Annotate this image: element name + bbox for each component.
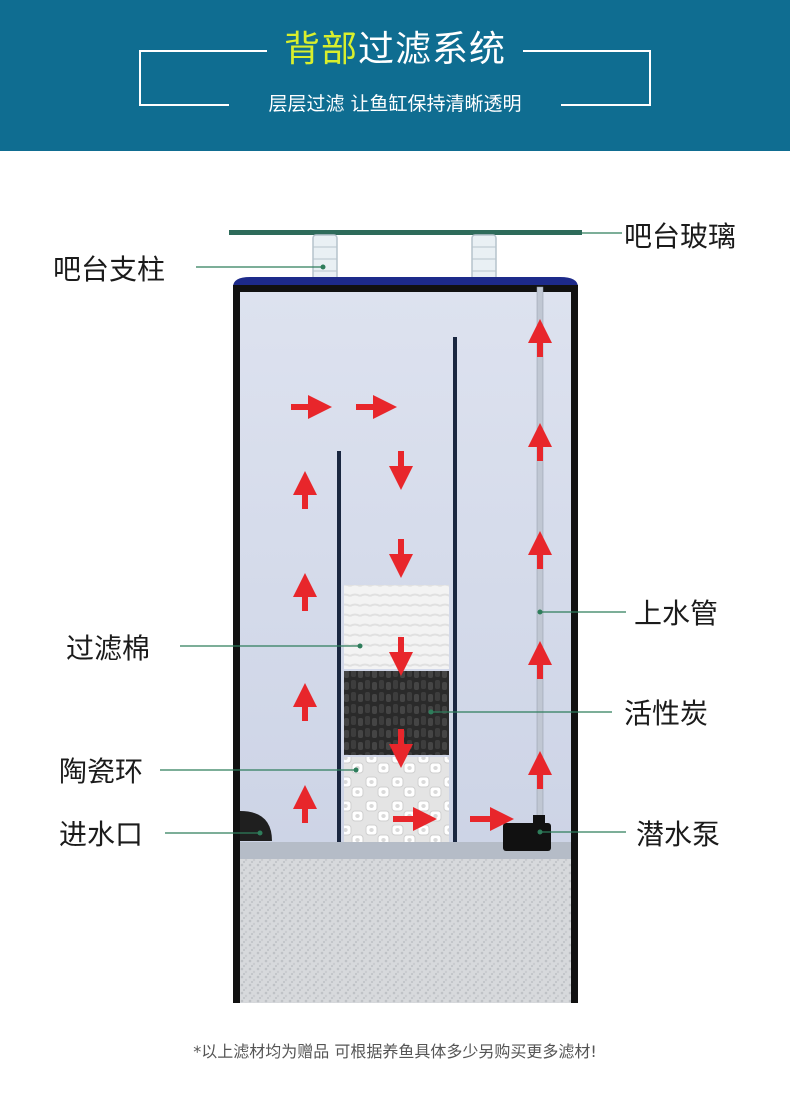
footnote: *以上滤材均为赠品 可根据养鱼具体多少另购买更多滤材! — [193, 1042, 597, 1061]
label-submersible-pump: 潜水泵 — [636, 818, 721, 851]
label-bar-glass: 吧台玻璃 — [624, 220, 737, 253]
page-subtitle: 层层过滤 让鱼缸保持清晰透明 — [268, 93, 522, 115]
ceramic-rings — [344, 757, 449, 842]
bar-pillar-left — [312, 234, 338, 282]
header-frame-bottom-left — [139, 104, 229, 106]
header-frame-top-right — [523, 50, 651, 52]
title-rest: 过滤系统 — [358, 29, 507, 70]
tank-lid — [233, 277, 578, 287]
title-highlight: 背部 — [283, 29, 358, 70]
bar-pillar-right — [471, 234, 497, 282]
tank-shelf — [240, 842, 571, 861]
bar-glass-plate — [229, 230, 582, 235]
leader-lines — [160, 232, 626, 834]
header-frame-top-left — [139, 50, 267, 52]
cabinet-base — [240, 859, 571, 1003]
label-filter-cotton: 过滤棉 — [66, 632, 151, 665]
filter-diagram: 吧台玻璃 吧台支柱 上水管 过滤棉 活性炭 陶瓷环 进水口 潜水泵 — [0, 151, 790, 1031]
flow-arrows — [291, 319, 552, 831]
label-activated-carbon: 活性炭 — [624, 697, 709, 730]
header-frame-bottom-right — [561, 104, 651, 106]
header-frame — [139, 50, 651, 106]
diagram-svg — [160, 230, 626, 1003]
page-title: 背部过滤系统 — [0, 28, 790, 72]
divider-right — [453, 337, 457, 842]
filter-cotton — [344, 585, 449, 669]
label-water-inlet: 进水口 — [59, 818, 144, 851]
label-bar-pillar: 吧台支柱 — [53, 253, 166, 286]
header-banner: 背部过滤系统 层层过滤 让鱼缸保持清晰透明 — [0, 0, 790, 151]
submersible-pump — [503, 823, 551, 851]
label-water-pipe: 上水管 — [634, 597, 719, 630]
label-ceramic-ring: 陶瓷环 — [59, 755, 144, 788]
